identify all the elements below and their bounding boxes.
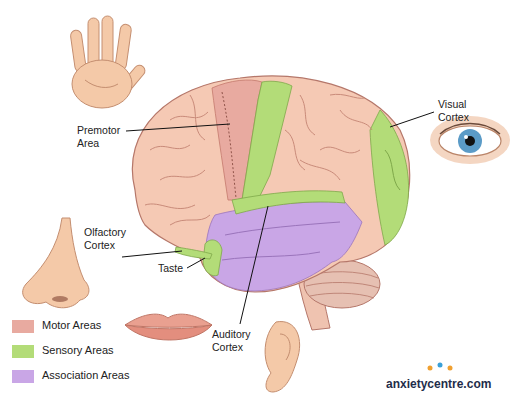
association-area [205, 202, 362, 291]
ear-icon [265, 322, 300, 392]
nose-icon [23, 218, 89, 308]
area-label: Olfactory Cortex [84, 226, 136, 251]
logo-icon [428, 363, 453, 371]
olfactory-area [175, 247, 212, 259]
watermark: anxietycentre.com [386, 377, 491, 391]
legend-swatch [12, 345, 34, 358]
brain-gyri [145, 94, 400, 225]
area-label: Premotor Area [77, 124, 129, 149]
legend-text: Motor Areas [42, 319, 101, 331]
area-label: Auditory Cortex [212, 328, 260, 353]
eye-icon [430, 116, 510, 164]
area-label: Taste [158, 262, 183, 275]
premotor-outline [222, 92, 236, 198]
legend-text: Association Areas [42, 369, 129, 381]
visual-area [370, 110, 409, 245]
sensory-area [242, 81, 292, 200]
hand-icon [70, 16, 147, 108]
legend-swatch [12, 370, 34, 383]
area-label: Visual Cortex [438, 98, 480, 123]
legend-swatch [12, 320, 34, 333]
leader-lines [122, 112, 434, 324]
lips-icon [125, 314, 212, 340]
legend-text: Sensory Areas [42, 344, 114, 356]
cerebrum [132, 76, 409, 292]
temporal-sulci [222, 222, 340, 260]
auditory-area [232, 191, 345, 214]
